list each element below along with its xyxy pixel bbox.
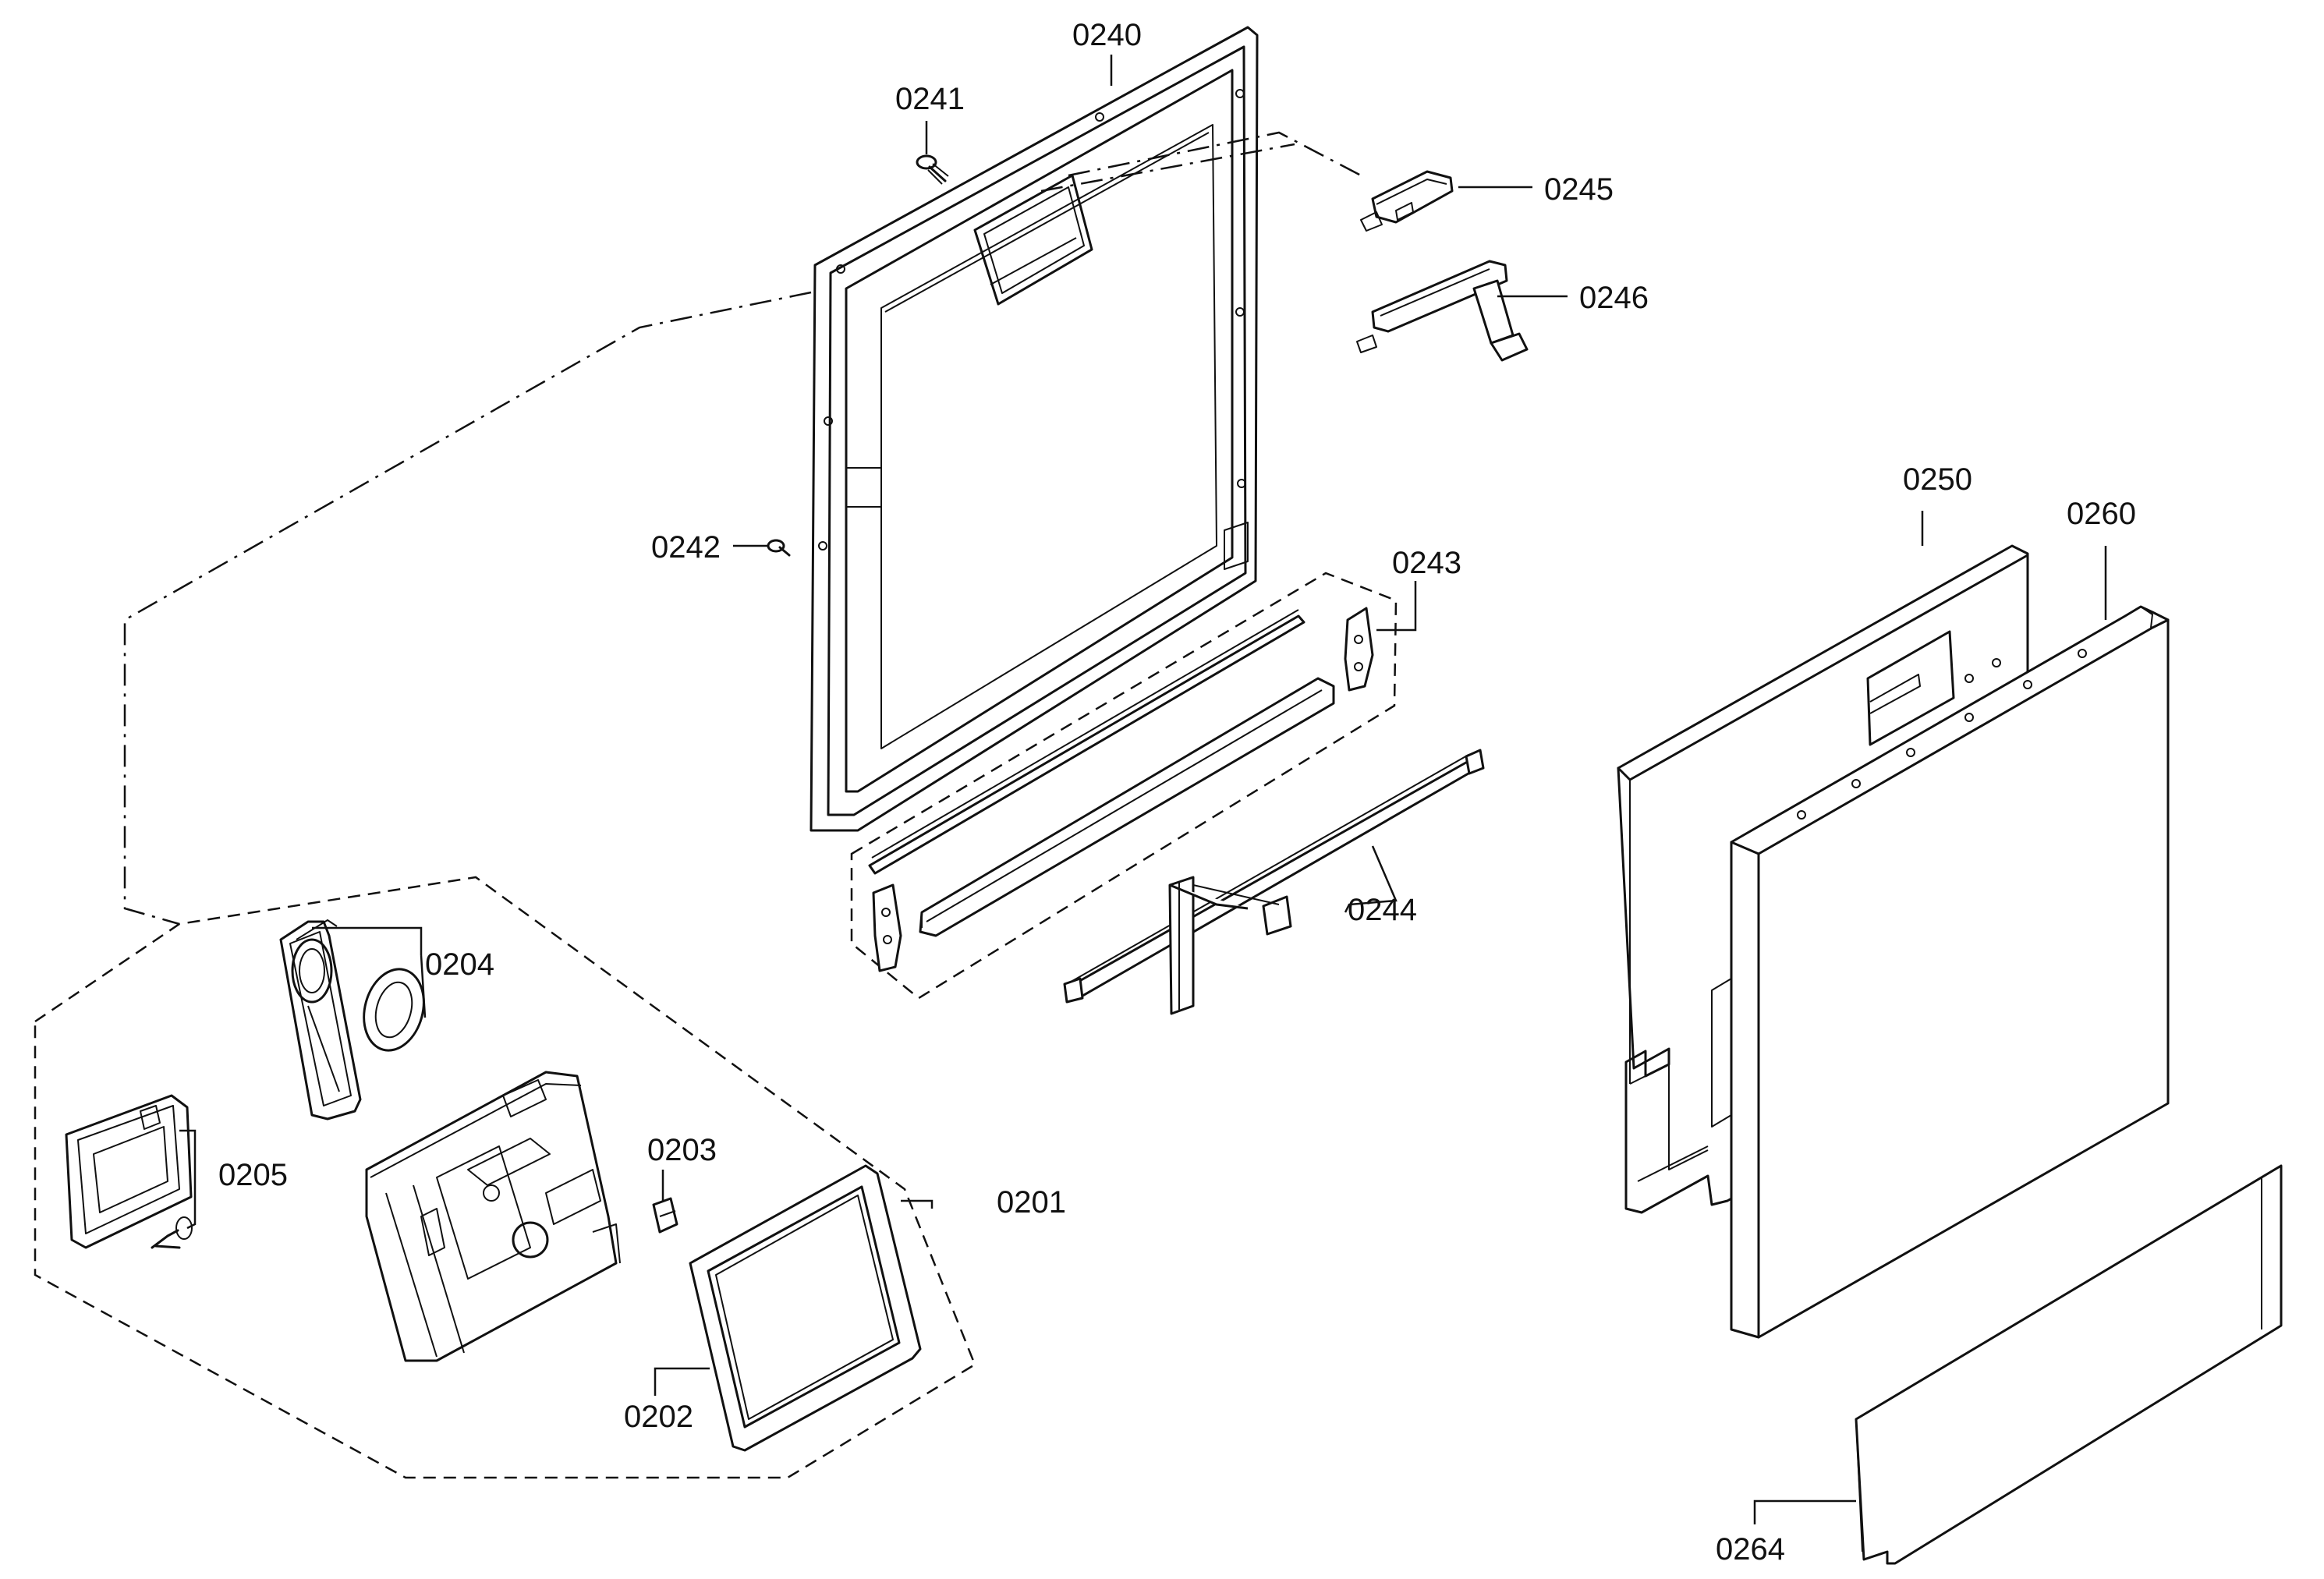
- callout-0203: 0203: [647, 1133, 717, 1167]
- callout-0243: 0243: [1392, 546, 1461, 580]
- callout-0241: 0241: [895, 82, 965, 116]
- callout-0204: 0204: [425, 947, 494, 982]
- kick-plate-0264-part: [1855, 1164, 2283, 1565]
- part-number-callouts: 0240 0241 0245 0246 0242 0243 0244 0250 …: [218, 18, 2136, 1567]
- latch-0245-part: [1360, 170, 1454, 232]
- spring-0205-part: [151, 1216, 193, 1249]
- screw-0242-part: [767, 539, 791, 557]
- callout-0260: 0260: [2067, 497, 2136, 531]
- callout-0264: 0264: [1716, 1532, 1785, 1567]
- rail-assembly-0244-part: [1063, 749, 1485, 1015]
- inner-door-frame-part: [810, 26, 1259, 832]
- callout-0240: 0240: [1072, 18, 1142, 52]
- callout-0245: 0245: [1544, 172, 1614, 207]
- gasket-frame-0202-part: [689, 1164, 922, 1452]
- gasket-ring-0204-part: [363, 968, 425, 1052]
- leader-lines: [179, 55, 2107, 1524]
- screw-0241-part: [916, 154, 949, 185]
- callout-0244: 0244: [1348, 893, 1417, 927]
- assembly-connector-lines: [123, 131, 1362, 926]
- lock-bracket-0246-part: [1356, 260, 1529, 362]
- switch-module-0205-part: [65, 1094, 193, 1249]
- callout-0242: 0242: [651, 530, 721, 565]
- control-unit-0201-part: [365, 1071, 621, 1362]
- hinge-kit-0243-part: [850, 572, 1398, 1000]
- callout-0246: 0246: [1579, 281, 1649, 315]
- vent-housing-0204-part: [279, 919, 362, 1121]
- clip-0203-part: [652, 1197, 678, 1234]
- callout-0205: 0205: [218, 1158, 288, 1192]
- callout-0250: 0250: [1903, 462, 1972, 497]
- callout-0202: 0202: [624, 1400, 693, 1434]
- callout-0201: 0201: [997, 1185, 1066, 1220]
- control-module-group: [34, 876, 976, 1479]
- outer-cover-0260-part: [1711, 605, 2170, 1339]
